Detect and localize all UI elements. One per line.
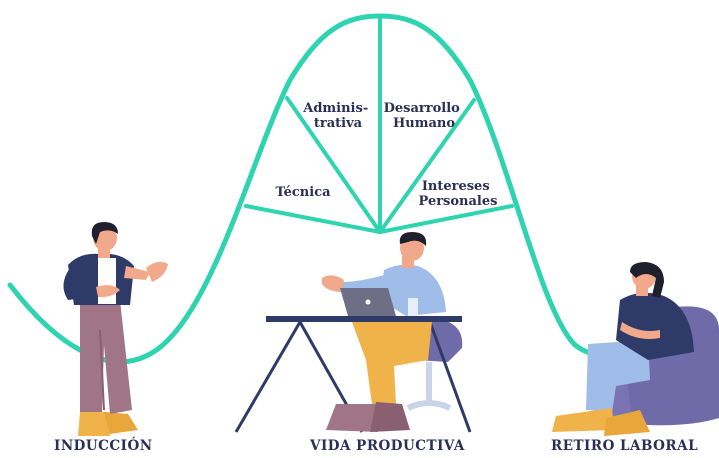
division-right-lower [378,204,514,234]
curve-divisions [244,16,514,234]
stage-label-vida-productiva: VIDA PRODUCTIVA [310,438,465,454]
standing-man-illustration [63,222,168,436]
career-curve [7,13,719,365]
stage-label-induccion: INDUCCIÓN [54,438,153,454]
relaxing-woman-illustration [552,262,719,436]
label-administrativa: Adminis- trativa [302,101,373,131]
label-desarrollo-humano: Desarrollo Humano [384,101,465,131]
stage-label-retiro-laboral: RETIRO LABORAL [551,438,699,454]
division-left-upper [285,96,382,234]
division-left-lower [244,204,382,234]
label-intereses-personales: Intereses Personales [419,179,498,209]
working-man-illustration [234,232,472,433]
division-right-upper [378,98,476,234]
label-tecnica: Técnica [275,185,331,200]
